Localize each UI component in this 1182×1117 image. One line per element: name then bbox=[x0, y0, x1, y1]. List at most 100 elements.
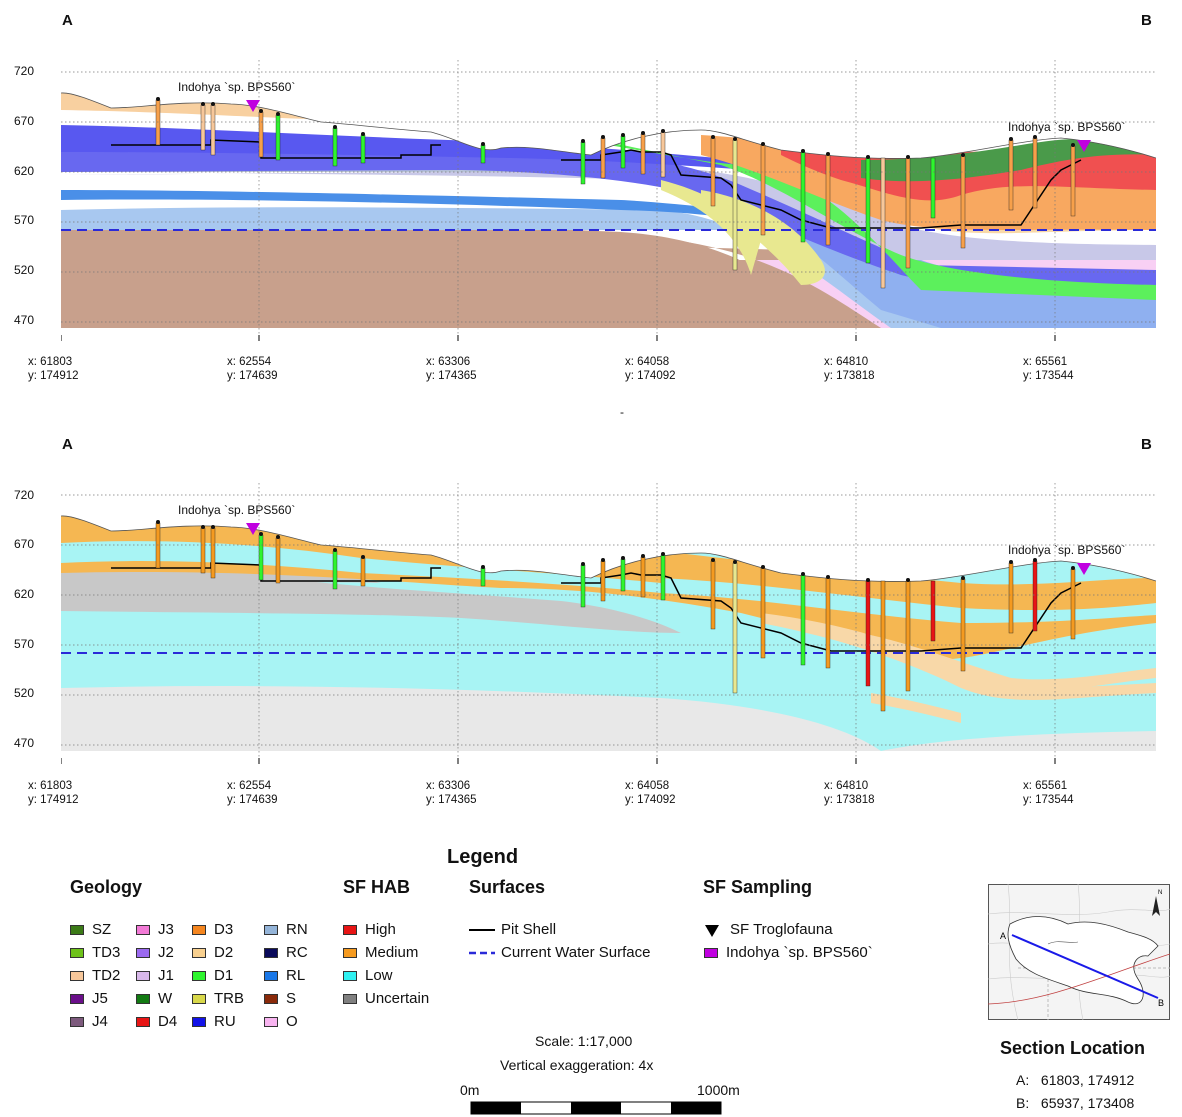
location-b: B: 65937, 173408 bbox=[1016, 1095, 1135, 1111]
geology-item-j4: J4 bbox=[70, 1013, 108, 1030]
sample-marker-icon bbox=[246, 100, 260, 112]
section1-label-b: B bbox=[1141, 12, 1152, 29]
sample-marker-icon bbox=[246, 523, 260, 535]
geology-item-trb: TRB bbox=[192, 990, 244, 1007]
section2-ytick: 620 bbox=[13, 587, 34, 601]
section2-ytick: 520 bbox=[13, 686, 34, 700]
geology-swatch bbox=[192, 970, 206, 981]
location-a: A: 61803, 174912 bbox=[1016, 1072, 1135, 1088]
geology-swatch bbox=[136, 970, 150, 981]
svg-text:N: N bbox=[1158, 890, 1162, 896]
geology-swatch bbox=[192, 993, 206, 1004]
hab-swatch bbox=[343, 924, 357, 935]
geology-label: RN bbox=[286, 921, 308, 938]
indohya-legend: Indohya `sp. BPS560` bbox=[704, 944, 873, 961]
hab-label: Medium bbox=[365, 944, 419, 961]
vertical-exaggeration-text: Vertical exaggeration: 4x bbox=[500, 1057, 654, 1073]
geology-item-rc: RC bbox=[264, 944, 308, 961]
geology-swatch bbox=[136, 924, 150, 935]
geology-swatch bbox=[136, 993, 150, 1004]
scale-end: 1000m bbox=[697, 1082, 740, 1098]
geology-label: TD3 bbox=[92, 944, 121, 961]
section2-ytick: 470 bbox=[13, 736, 34, 750]
sampling-title: SF Sampling bbox=[703, 877, 813, 897]
geology-label: D3 bbox=[214, 921, 234, 938]
section2-sample-label: Indohya `sp. BPS560` bbox=[178, 503, 296, 517]
hab-swatch bbox=[343, 970, 357, 981]
hab-label: High bbox=[365, 921, 396, 938]
geology-item-d2: D2 bbox=[192, 944, 233, 961]
geology-label: J2 bbox=[158, 944, 174, 961]
water-surface-legend: Current Water Surface bbox=[469, 944, 651, 961]
geology-swatch bbox=[192, 1016, 206, 1027]
geology-label: O bbox=[286, 1013, 298, 1030]
geology-label: S bbox=[286, 990, 297, 1007]
scale-start: 0m bbox=[460, 1082, 480, 1098]
geology-item-o: O bbox=[264, 1013, 298, 1030]
hab-title: SF HAB bbox=[343, 877, 410, 897]
hab-item-high: High bbox=[343, 921, 396, 938]
map-label-a: A bbox=[1000, 931, 1006, 941]
section1-sample-label: Indohya `sp. BPS560` bbox=[178, 80, 296, 94]
geology-swatch bbox=[70, 947, 84, 958]
geology-label: D4 bbox=[158, 1013, 178, 1030]
hab-swatch bbox=[343, 947, 357, 958]
geology-label: TD2 bbox=[92, 967, 121, 984]
pit-shell-legend: Pit Shell bbox=[469, 921, 556, 938]
geology-swatch bbox=[264, 947, 278, 958]
location-map: A B N bbox=[988, 884, 1170, 1020]
section2-label-b: B bbox=[1141, 436, 1152, 453]
geology-item-d1: D1 bbox=[192, 967, 233, 984]
geology-item-rn: RN bbox=[264, 921, 308, 938]
geology-item-j2: J2 bbox=[136, 944, 174, 961]
geology-item-d4: D4 bbox=[136, 1013, 177, 1030]
section2-label-a: A bbox=[62, 436, 73, 453]
section1-ytick: 720 bbox=[13, 64, 34, 78]
section2-ytick: 720 bbox=[13, 488, 34, 502]
geology-item-d3: D3 bbox=[192, 921, 233, 938]
geology-swatch bbox=[264, 924, 278, 935]
section1-ytick: 620 bbox=[13, 164, 34, 178]
troglofauna-label: SF Troglofauna bbox=[730, 921, 833, 938]
hab-label: Uncertain bbox=[365, 990, 430, 1007]
hab-item-medium: Medium bbox=[343, 944, 418, 961]
geology-item-sz: SZ bbox=[70, 921, 111, 938]
section2-ytick: 570 bbox=[13, 637, 34, 651]
geology-label: SZ bbox=[92, 921, 112, 938]
section1-sample-label: Indohya `sp. BPS560` bbox=[1008, 120, 1126, 134]
geology-item-j1: J1 bbox=[136, 967, 174, 984]
geology-item-w: W bbox=[136, 990, 172, 1007]
scale-text: Scale: 1:17,000 bbox=[535, 1033, 633, 1049]
geology-item-rl: RL bbox=[264, 967, 305, 984]
geology-swatch bbox=[70, 924, 84, 935]
hab-label: Low bbox=[365, 967, 393, 984]
troglofauna-legend: SF Troglofauna bbox=[704, 921, 833, 938]
geology-swatch bbox=[70, 993, 84, 1004]
geology-title: Geology bbox=[70, 877, 143, 897]
triangle-down-icon bbox=[705, 924, 719, 937]
geology-label: J1 bbox=[158, 967, 174, 984]
north-arrow-icon: N bbox=[1152, 890, 1162, 916]
geology-item-s: S bbox=[264, 990, 296, 1007]
geology-swatch bbox=[136, 947, 150, 958]
hab-item-low: Low bbox=[343, 967, 393, 984]
section2-ytick: 670 bbox=[13, 537, 34, 551]
pit-shell-label: Pit Shell bbox=[501, 921, 557, 938]
sample-marker-icon bbox=[1077, 563, 1091, 575]
geology-label: J4 bbox=[92, 1013, 108, 1030]
water-surface-label: Current Water Surface bbox=[501, 944, 651, 961]
geology-label: J3 bbox=[158, 921, 174, 938]
geology-label: J5 bbox=[92, 990, 108, 1007]
geology-item-j3: J3 bbox=[136, 921, 174, 938]
indohya-label: Indohya `sp. BPS560` bbox=[726, 944, 873, 961]
geology-label: RL bbox=[286, 967, 306, 984]
geology-swatch bbox=[70, 1016, 84, 1027]
section1-ytick: 670 bbox=[13, 114, 34, 128]
